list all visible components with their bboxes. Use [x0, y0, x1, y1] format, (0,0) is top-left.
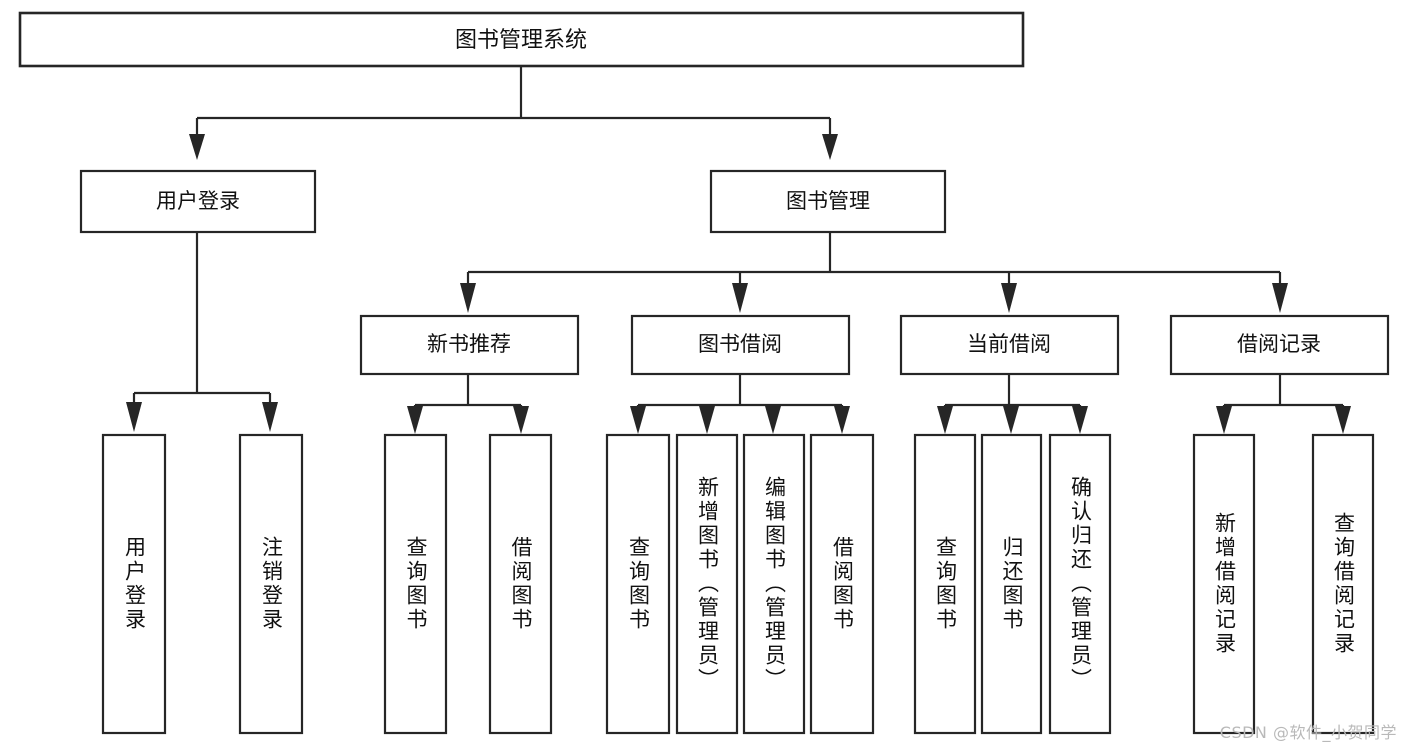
node-borrow-record-label: 借阅记录 [1237, 332, 1321, 356]
arrow-head-current-borrow-leaf2 [1003, 406, 1019, 434]
leaf-box-book-borrow-1[interactable] [605, 433, 671, 735]
arrow-head-book-mgmt [822, 134, 838, 160]
node-root-label: 图书管理系统 [455, 28, 587, 53]
arrow-head-user-login [189, 134, 205, 160]
node-borrow-record[interactable]: 借阅记录 [1169, 314, 1390, 376]
leaf-box-current-borrow-2[interactable] [980, 433, 1043, 735]
connectors [126, 66, 1351, 434]
node-book-management-label: 图书管理 [786, 189, 870, 213]
leaf-box-current-borrow-3[interactable] [1048, 433, 1112, 735]
arrow-head-new-book-leaf2 [513, 406, 529, 434]
node-borrow-record-box[interactable] [1169, 314, 1390, 376]
arrow-head-book-borrow-leaf1 [630, 406, 646, 434]
arrow-head-current-borrow-leaf1 [937, 406, 953, 434]
arrow-head-current-borrow-leaf3 [1072, 406, 1088, 434]
node-root[interactable]: 图书管理系统 [18, 11, 1025, 68]
node-book-management-box[interactable] [709, 169, 947, 234]
leaf-box-borrow-record-2[interactable] [1311, 433, 1375, 735]
node-book-borrow[interactable]: 图书借阅 [630, 314, 851, 376]
leaf-box-user-login-2[interactable] [238, 433, 304, 735]
arrow-head-borrow-record-leaf2 [1335, 406, 1351, 434]
leaf-box-book-borrow-4[interactable] [809, 433, 875, 735]
arrow-head-book-borrow [732, 283, 748, 313]
arrow-head-borrow-record [1272, 283, 1288, 313]
node-user-login[interactable]: 用户登录 [79, 169, 317, 234]
node-root-box[interactable] [18, 11, 1025, 68]
node-current-borrow-box[interactable] [899, 314, 1120, 376]
leaf-box-user-login-1[interactable] [101, 433, 167, 735]
node-user-login-label: 用户登录 [156, 189, 240, 213]
node-user-login-box[interactable] [79, 169, 317, 234]
node-current-borrow-label: 当前借阅 [967, 332, 1051, 356]
node-book-borrow-box[interactable] [630, 314, 851, 376]
node-book-management[interactable]: 图书管理 [709, 169, 947, 234]
arrow-head-book-borrow-leaf3 [765, 406, 781, 434]
arrow-head-new-book-leaf1 [407, 406, 423, 434]
arrow-head-user-login-leaf1 [126, 402, 142, 432]
arrow-head-book-borrow-leaf4 [834, 406, 850, 434]
node-new-book-recommend[interactable]: 新书推荐 [359, 314, 580, 376]
arrow-head-book-borrow-leaf2 [699, 406, 715, 434]
node-new-book-recommend-box[interactable] [359, 314, 580, 376]
arrow-head-current-borrow [1001, 283, 1017, 313]
leaf-box-new-book-1[interactable] [383, 433, 448, 735]
node-book-borrow-label: 图书借阅 [698, 332, 782, 356]
node-current-borrow[interactable]: 当前借阅 [899, 314, 1120, 376]
arrow-head-borrow-record-leaf1 [1216, 406, 1232, 434]
watermark: CSDN @软件_小贺同学 [1219, 723, 1397, 742]
leaf-box-book-borrow-2[interactable] [675, 433, 739, 735]
leaf-box-borrow-record-1[interactable] [1192, 433, 1256, 735]
arrow-head-new-book [460, 283, 476, 313]
leaf-box-new-book-2[interactable] [488, 433, 553, 735]
leaf-box-current-borrow-1[interactable] [913, 433, 977, 735]
arrow-head-user-login-leaf2 [262, 402, 278, 432]
node-new-book-recommend-label: 新书推荐 [427, 332, 511, 356]
leaf-box-book-borrow-3[interactable] [742, 433, 806, 735]
